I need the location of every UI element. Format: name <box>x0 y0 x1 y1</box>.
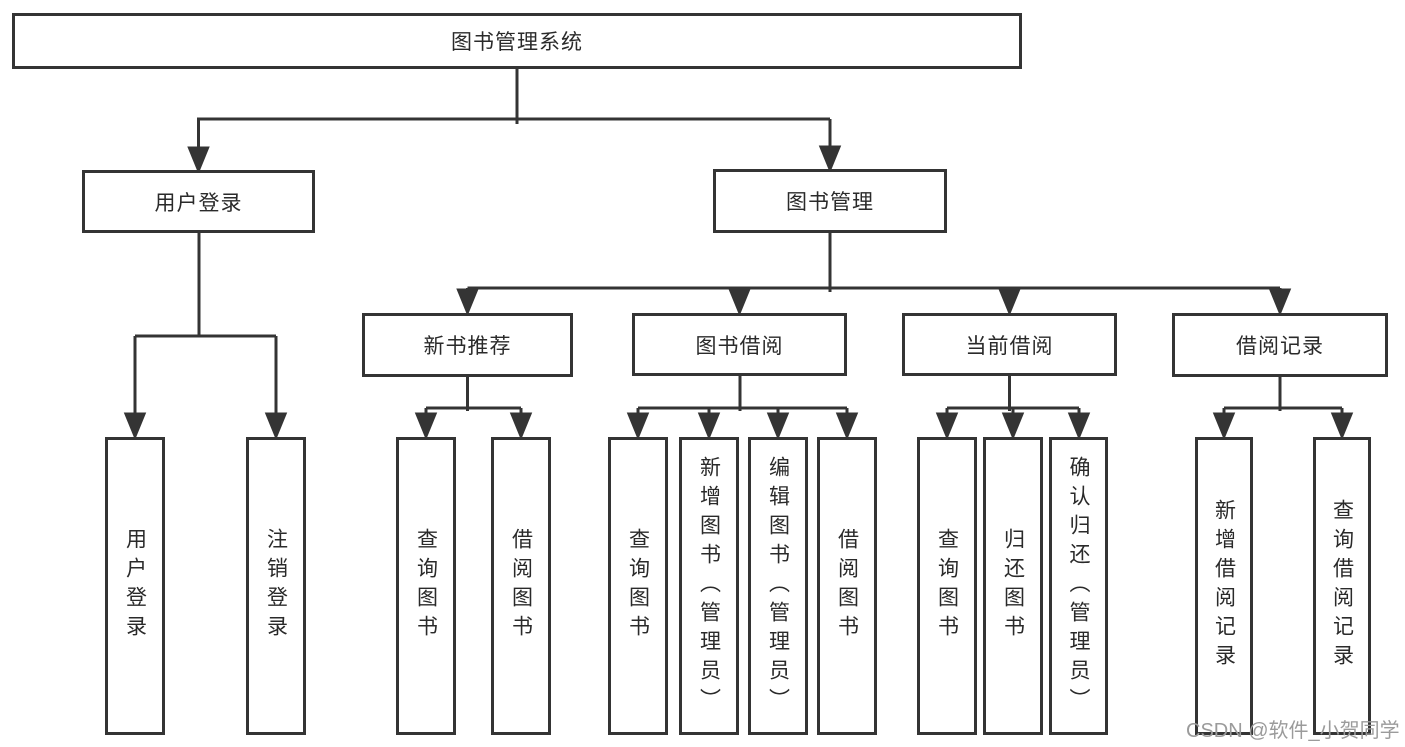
node-root-label: 图书管理系统 <box>451 31 583 54</box>
node-user-login-label: 用户登录 <box>154 191 243 215</box>
node-borrow-record: 借阅记录 <box>1172 313 1388 377</box>
node-current-borrow: 当前借阅 <box>902 313 1117 376</box>
leaf-record-add: 新增借阅记录 <box>1195 437 1253 735</box>
connector-current-borrow-to-leaves <box>935 376 1091 440</box>
connector-borrow-record-to-leaves <box>1212 377 1354 440</box>
leaf-current-query-label: 查询图书 <box>935 528 959 644</box>
leaf-current-return: 归还图书 <box>983 437 1043 735</box>
node-new-book-rec: 新书推荐 <box>362 313 573 377</box>
leaf-newbook-borrow: 借阅图书 <box>491 437 551 735</box>
node-borrow-record-label: 借阅记录 <box>1236 335 1324 358</box>
leaf-record-query-label: 查询借阅记录 <box>1330 499 1354 673</box>
csdn-watermark: CSDN @软件_小贺同学 <box>1186 720 1400 742</box>
leaf-logout: 注销登录 <box>246 437 306 735</box>
leaf-current-confirm-admin-label: 确认归还（管理员） <box>1067 455 1090 717</box>
leaf-borrow-edit-admin: 编辑图书（管理员） <box>748 437 808 735</box>
node-root: 图书管理系统 <box>12 13 1022 69</box>
leaf-newbook-query: 查询图书 <box>396 437 456 735</box>
leaf-borrow-add-admin: 新增图书（管理员） <box>679 437 739 735</box>
leaf-newbook-query-label: 查询图书 <box>414 528 438 644</box>
leaf-current-return-label: 归还图书 <box>1001 528 1025 644</box>
leaf-borrow-query: 查询图书 <box>608 437 668 735</box>
leaf-borrow-borrow-label: 借阅图书 <box>835 528 859 644</box>
leaf-record-add-label: 新增借阅记录 <box>1212 499 1236 673</box>
leaf-current-query: 查询图书 <box>917 437 977 735</box>
leaf-record-query: 查询借阅记录 <box>1313 437 1371 735</box>
connector-new-book-rec-to-leaves <box>414 377 533 440</box>
connector-user-login-to-leaves <box>123 233 288 440</box>
node-current-borrow-label: 当前借阅 <box>965 334 1054 358</box>
connector-root-to-level2 <box>187 68 842 174</box>
node-new-book-rec-label: 新书推荐 <box>423 335 512 358</box>
leaf-current-confirm-admin: 确认归还（管理员） <box>1049 437 1108 735</box>
leaf-newbook-borrow-label: 借阅图书 <box>509 528 533 644</box>
leaf-borrow-query-label: 查询图书 <box>626 528 650 644</box>
leaf-borrow-borrow: 借阅图书 <box>817 437 877 735</box>
leaf-logout-label: 注销登录 <box>264 528 288 644</box>
node-book-borrow: 图书借阅 <box>632 313 847 376</box>
leaf-borrow-edit-admin-label: 编辑图书（管理员） <box>766 455 790 717</box>
connector-book-borrow-to-leaves <box>626 376 859 440</box>
leaf-borrow-add-admin-label: 新增图书（管理员） <box>697 455 721 717</box>
node-book-borrow-label: 图书借阅 <box>695 334 784 358</box>
node-book-mgmt: 图书管理 <box>713 169 947 233</box>
leaf-user-login-label: 用户登录 <box>123 528 147 644</box>
node-book-mgmt-label: 图书管理 <box>786 191 874 214</box>
leaf-user-login: 用户登录 <box>105 437 165 735</box>
node-user-login: 用户登录 <box>82 170 315 233</box>
connector-book-mgmt-to-level3 <box>456 233 1292 316</box>
